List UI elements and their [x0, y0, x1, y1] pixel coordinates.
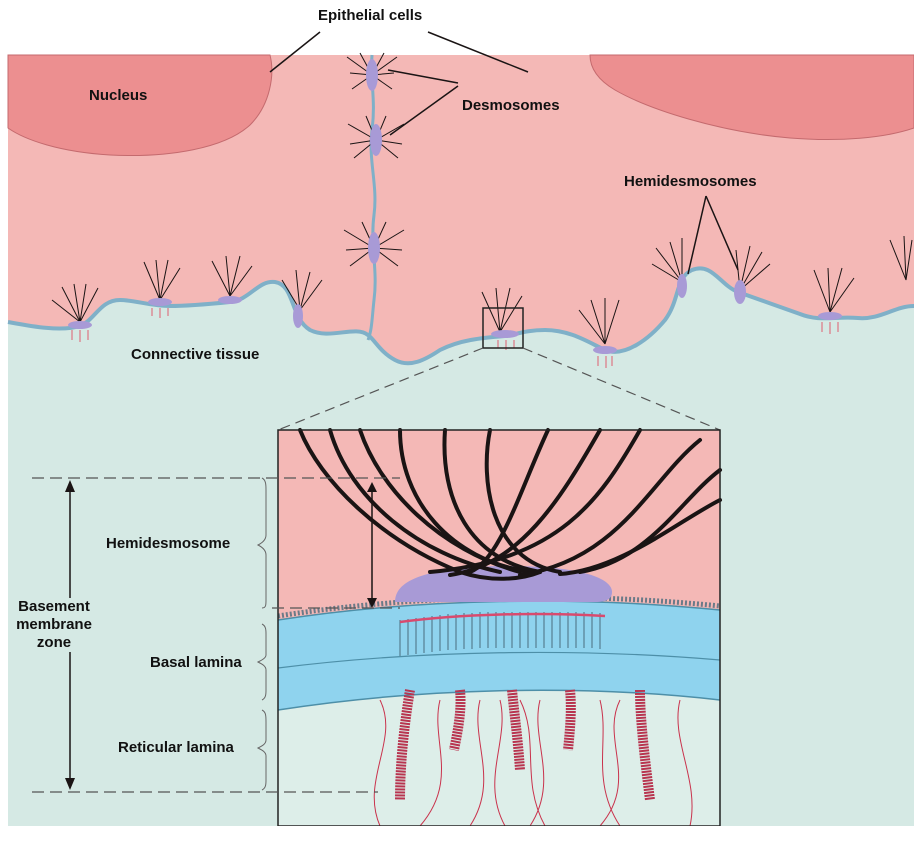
desmosome-plaque: [366, 59, 378, 91]
label-epithelial-cells: Epithelial cells: [318, 7, 422, 25]
label-hemidesmosome: Hemidesmosome: [106, 535, 230, 553]
label-reticular-lamina: Reticular lamina: [118, 739, 234, 757]
label-basement-membrane-zone-line1: Basement: [14, 598, 94, 616]
label-basement-membrane-zone-line2: membrane: [14, 616, 94, 634]
desmosome-plaque: [370, 124, 382, 156]
label-basal-lamina: Basal lamina: [150, 654, 242, 672]
label-basement-membrane-zone-line3: zone: [14, 634, 94, 652]
label-desmosomes: Desmosomes: [462, 97, 560, 115]
label-basement-membrane-zone: Basement membrane zone: [14, 598, 94, 652]
label-hemidesmosomes: Hemidesmosomes: [624, 173, 757, 191]
detail-panel: [278, 430, 720, 826]
label-connective-tissue: Connective tissue: [131, 346, 259, 364]
desmosome-plaque: [368, 232, 380, 264]
label-nucleus: Nucleus: [89, 87, 147, 105]
